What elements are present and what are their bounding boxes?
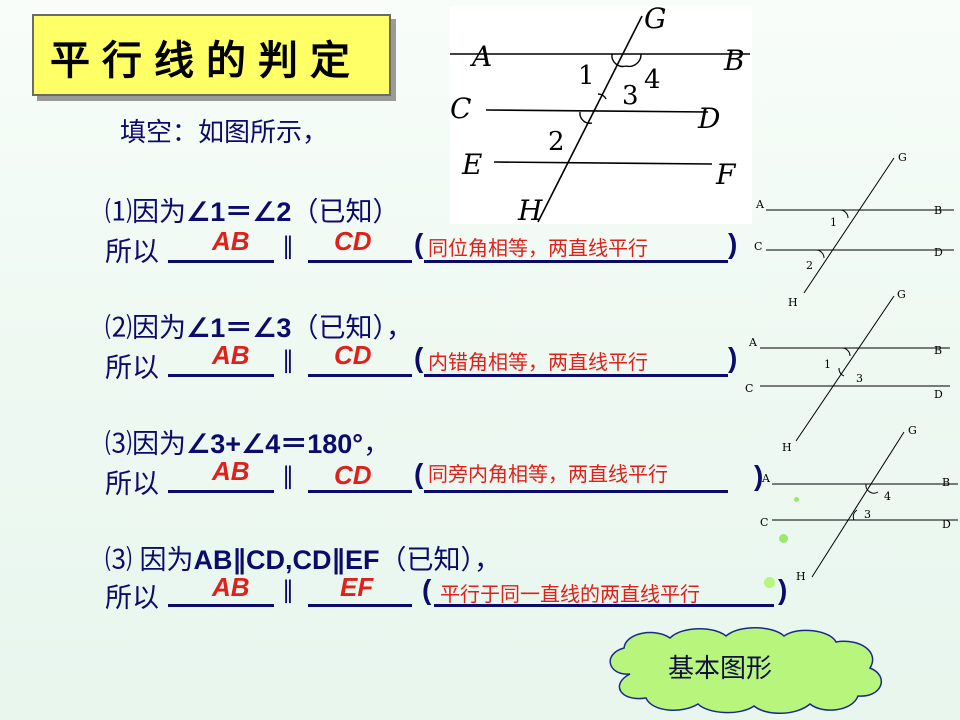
small2-n2: 3 <box>856 372 863 385</box>
item-4-open-paren: ( <box>422 574 432 605</box>
item-2-answer-1: AB <box>212 340 250 370</box>
item-2-blank-reason <box>424 374 728 377</box>
label-G: G <box>644 6 666 35</box>
item-1-blank-2 <box>308 260 412 263</box>
small1-n1: 1 <box>830 216 837 229</box>
item-1-open-paren: ( <box>414 228 424 259</box>
label-H: H <box>517 194 543 224</box>
small1-A: A <box>755 198 765 211</box>
label-A: A <box>469 40 492 73</box>
small1-C: C <box>754 240 762 253</box>
item-4-parallel-sign: ∥ <box>282 577 294 604</box>
label-D: D <box>697 102 720 135</box>
small1-n2: 2 <box>806 259 813 272</box>
small2-n1: 1 <box>824 358 831 371</box>
cloud-shape[interactable] <box>590 624 896 716</box>
small3-n1: 4 <box>884 490 891 503</box>
decor-dot <box>794 497 799 502</box>
item-1-reason: 同位角相等，两直线平行 <box>428 238 648 260</box>
small2-A: A <box>748 336 758 349</box>
item-3-blank-reason <box>424 490 728 493</box>
line-cd <box>485 109 709 113</box>
item-1-blank-1 <box>168 260 274 263</box>
item-3-reason: 同旁内角相等，两直线平行 <box>428 464 668 486</box>
item-2-close-paren: ) <box>728 342 738 373</box>
small-figure-1: G A B C D H 1 2 <box>754 151 954 308</box>
angle-arc-2 <box>579 111 593 124</box>
angle-arc-1 <box>611 53 627 68</box>
item-3-blank-1 <box>168 490 274 493</box>
item-4-reason: 平行于同一直线的两直线平行 <box>440 584 700 606</box>
intro-text: 填空：如图所示， <box>120 117 329 147</box>
item-1-condition: ⑴因为∠1＝∠2（已知） <box>105 197 400 227</box>
page-title: 平行线的判定 <box>50 37 362 84</box>
cloud-label[interactable]: 基本图形 <box>668 653 773 683</box>
angle-label-4: 4 <box>644 65 661 95</box>
item-3-blank-2 <box>308 490 412 493</box>
item-1-parallel-sign: ∥ <box>282 233 294 260</box>
item-3-close-paren: ) <box>754 460 764 491</box>
small-figure-2: G A B C D H 1 3 <box>745 288 950 454</box>
small3-n2: 3 <box>864 508 871 521</box>
small3-H: H <box>796 570 806 583</box>
item-4-blank-2 <box>308 604 412 607</box>
small-figure-3: G A B C D H 4 3 <box>760 424 958 583</box>
label-F: F <box>715 158 737 191</box>
angle-label-1: 1 <box>578 61 595 91</box>
label-E: E <box>461 148 482 181</box>
line-ef <box>493 161 713 165</box>
item-2-open-paren: ( <box>414 342 424 373</box>
title-box <box>32 14 391 96</box>
item-2-condition: ⑵因为∠1＝∠3（已知）， <box>105 313 413 343</box>
small3-B: B <box>942 476 950 489</box>
small3-C: C <box>760 516 768 529</box>
item-1-answer-2: CD <box>334 226 372 256</box>
small1-D: D <box>934 246 943 259</box>
item-4-answer-2: EF <box>340 572 374 602</box>
small2-G: G <box>897 288 906 301</box>
item-1-blank-reason <box>424 260 728 263</box>
line-gh <box>537 15 643 223</box>
item-1-conclusion-label: 所以 <box>105 237 159 267</box>
angle-arc-3 <box>597 93 607 100</box>
item-2-answer-2: CD <box>334 340 372 370</box>
item-3-condition: ⑶因为∠3+∠4＝180°， <box>105 429 391 459</box>
item-3-conclusion-label: 所以 <box>105 469 159 499</box>
item-4-close-paren: ) <box>778 574 788 605</box>
item-4-blank-reason <box>434 604 774 607</box>
small1-G: G <box>898 151 907 164</box>
decor-dot <box>764 577 775 588</box>
small1-B: B <box>934 204 942 217</box>
small3-D: D <box>942 518 951 531</box>
item-2-blank-2 <box>308 374 412 377</box>
small3-G: G <box>908 424 917 437</box>
decor-dot <box>779 534 788 543</box>
item-3-parallel-sign: ∥ <box>282 463 294 490</box>
angle-label-2: 2 <box>548 127 565 157</box>
item-1-close-paren: ) <box>728 228 738 259</box>
small2-B: B <box>934 344 942 357</box>
item-3-answer-1: AB <box>212 456 250 486</box>
angle-label-3: 3 <box>622 81 639 111</box>
item-4-condition: ⑶ 因为AB∥CD,CD∥EF（已知）， <box>105 545 502 575</box>
item-4-conclusion-label: 所以 <box>105 583 159 613</box>
small2-H: H <box>782 441 792 454</box>
item-3-answer-2: CD <box>334 460 372 490</box>
item-4-answer-1: AB <box>212 572 250 602</box>
label-B: B <box>723 44 745 77</box>
item-3-open-paren: ( <box>414 458 424 489</box>
angle-arc-4 <box>625 53 642 68</box>
main-figure: G A B C D E F H 1 4 3 2 <box>450 6 752 224</box>
small2-C: C <box>745 382 753 395</box>
label-C: C <box>450 92 471 125</box>
item-2-reason: 内错角相等，两直线平行 <box>428 352 648 374</box>
small2-D: D <box>934 388 943 401</box>
small3-A: A <box>761 472 771 485</box>
item-2-conclusion-label: 所以 <box>105 353 159 383</box>
item-2-parallel-sign: ∥ <box>282 347 294 374</box>
item-1-answer-1: AB <box>212 226 250 256</box>
item-4-blank-1 <box>168 604 274 607</box>
small1-H: H <box>788 296 798 308</box>
item-2-blank-1 <box>168 374 274 377</box>
